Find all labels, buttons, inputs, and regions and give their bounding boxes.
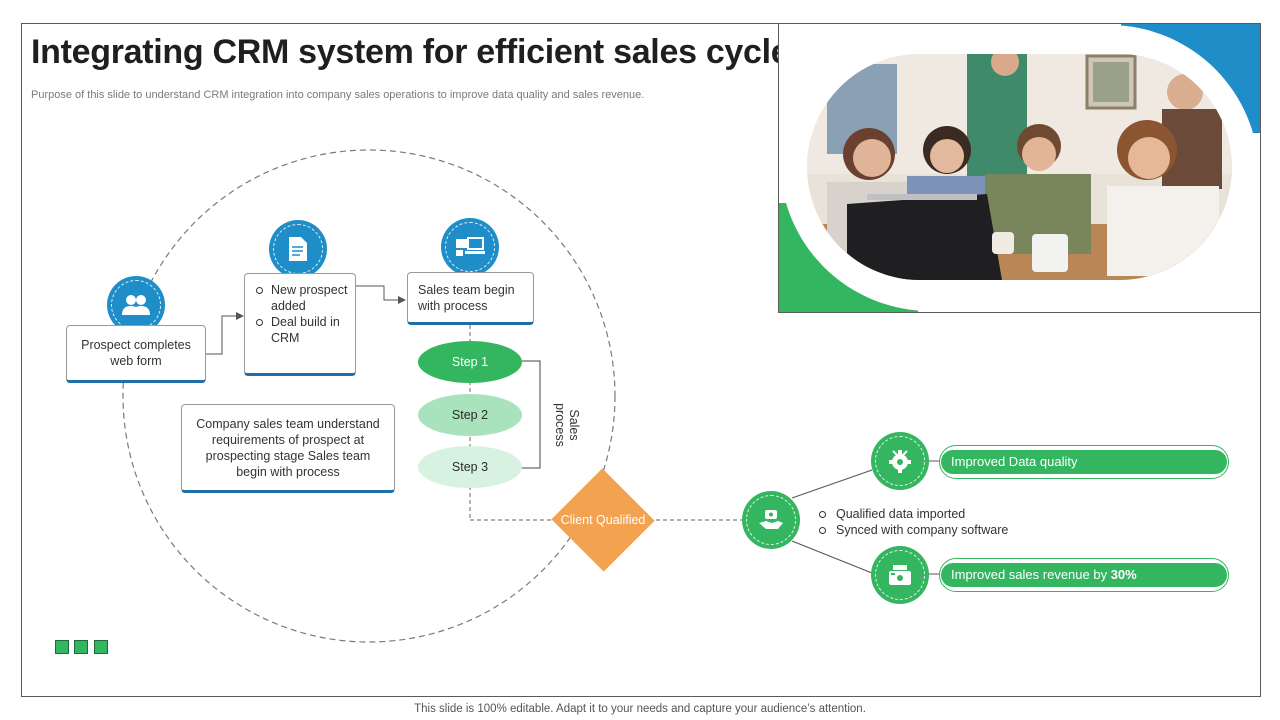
prospect-box-text: Prospect completes web form: [81, 338, 191, 368]
page-subtitle: Purpose of this slide to understand CRM …: [31, 89, 645, 101]
photo-panel: [778, 23, 1261, 313]
company-box-text: Company sales team understand requiremen…: [196, 416, 380, 479]
sales-team-box: Sales team begin with process: [407, 272, 534, 325]
list-item: Deal build in CRM: [253, 314, 349, 346]
team-photo-illustration: [807, 54, 1232, 280]
step-3-label: Step 3: [451, 460, 489, 474]
company-box: Company sales team understand requiremen…: [181, 404, 395, 493]
client-qualified-diamond: Client Qualified: [550, 468, 656, 572]
improved-revenue-prefix: Improved sales revenue by: [951, 567, 1111, 582]
list-item: New prospect added: [253, 282, 349, 314]
slide-frame: [21, 23, 1261, 697]
step-2-label: Step 2: [451, 408, 489, 422]
decor-square: [94, 640, 108, 654]
list-item: Qualified data imported: [818, 506, 1008, 522]
improved-data-quality-label: Improved Data quality: [941, 450, 1227, 474]
revenue-icon-circle: [871, 546, 929, 604]
step-1: Step 1: [418, 341, 522, 383]
client-qualified-label: Client Qualified: [560, 513, 646, 527]
prospect-box: Prospect completes web form: [66, 325, 206, 383]
page-title: Integrating CRM system for efficient sal…: [31, 33, 790, 71]
prospect-icon-circle: [107, 276, 165, 334]
improved-revenue-value: 30%: [1110, 567, 1137, 582]
new-prospect-icon-circle: [269, 220, 327, 278]
team-photo: [807, 54, 1232, 280]
data-quality-icon-circle: [871, 432, 929, 490]
improved-revenue-pill: Improved sales revenue by 30%: [939, 558, 1229, 592]
dashed-cycle-circle: [122, 149, 616, 643]
step-3: Step 3: [418, 446, 522, 488]
list-item: Synced with company software: [818, 522, 1008, 538]
improved-data-quality-pill: Improved Data quality: [939, 445, 1229, 479]
sales-process-label: Sales process: [553, 403, 581, 447]
step-2: Step 2: [418, 394, 522, 436]
improved-revenue-label: Improved sales revenue by 30%: [941, 563, 1227, 587]
decor-square: [74, 640, 88, 654]
sales-team-icon-circle: [441, 218, 499, 276]
sales-team-box-text: Sales team begin with process: [418, 283, 515, 313]
center-icon-circle: [742, 491, 800, 549]
new-prospect-box: New prospect added Deal build in CRM: [244, 273, 356, 376]
outcome-bullets: Qualified data imported Synced with comp…: [818, 506, 1008, 538]
step-1-label: Step 1: [451, 355, 489, 369]
decor-square: [55, 640, 69, 654]
footer-note: This slide is 100% editable. Adapt it to…: [414, 703, 866, 715]
